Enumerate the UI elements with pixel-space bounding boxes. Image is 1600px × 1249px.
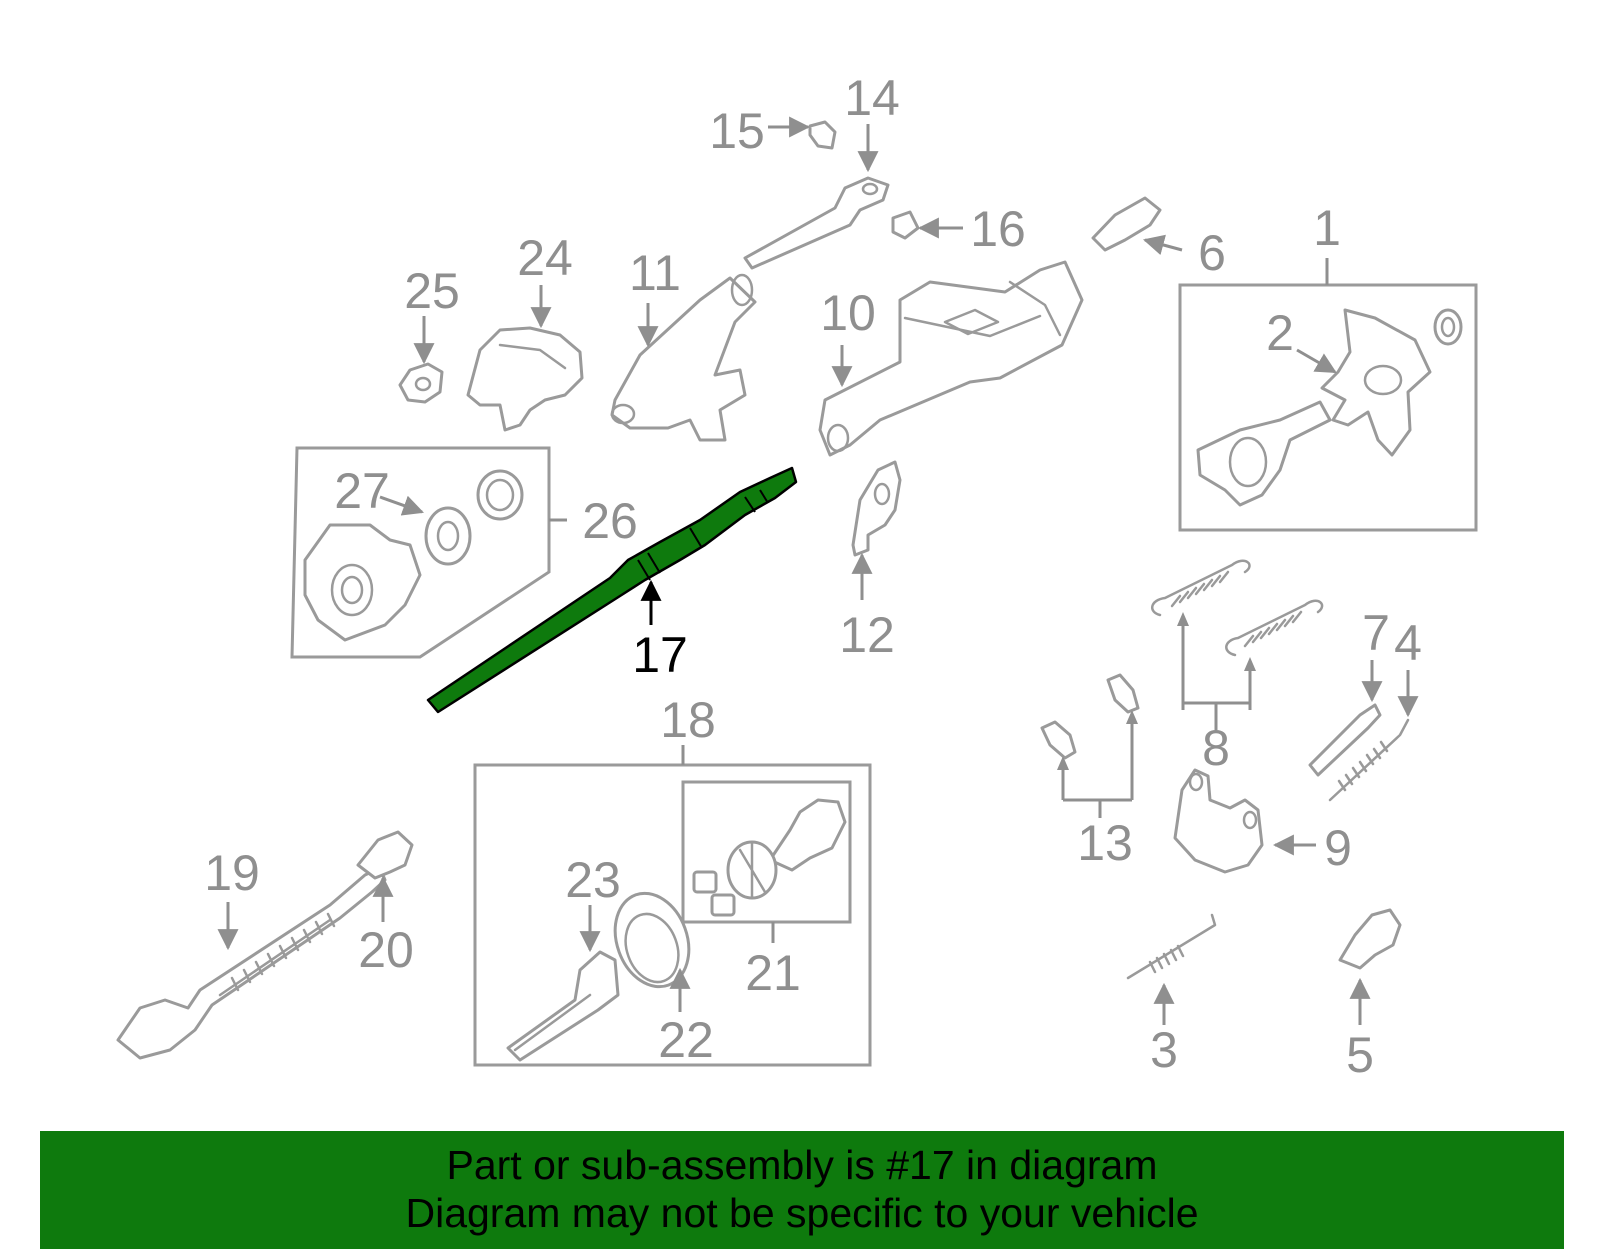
label-17: 17 [632, 627, 688, 683]
label-14: 14 [844, 70, 900, 126]
part-17-steering-shaft[interactable] [426, 466, 798, 714]
label-24: 24 [517, 230, 573, 286]
label-7: 7 [1362, 605, 1390, 661]
label-10: 10 [820, 285, 876, 341]
assembly-box-18 [473, 763, 872, 1067]
label-19: 19 [204, 845, 260, 901]
part-26-clamp[interactable] [476, 469, 524, 521]
part-5-clip[interactable] [1338, 908, 1402, 970]
part-21-coupling[interactable] [692, 798, 847, 917]
label-9: 9 [1324, 820, 1352, 876]
part-15-clip[interactable] [808, 120, 837, 150]
part-12-bracket[interactable] [851, 460, 902, 557]
assembly-box-1 [1178, 283, 1478, 532]
label-18: 18 [660, 692, 716, 748]
part-11-column-tube[interactable] [610, 273, 757, 442]
part-26-bearing-housing[interactable] [303, 523, 422, 642]
part-1-column-housing[interactable] [1196, 400, 1332, 507]
label-6: 6 [1198, 225, 1226, 281]
part-13-bolt-right[interactable] [1106, 673, 1140, 714]
footer-banner: Part or sub-assembly is #17 in diagram D… [40, 1131, 1564, 1249]
part-8-spring-lower[interactable] [1225, 599, 1324, 657]
part-9-bracket[interactable] [1173, 768, 1264, 874]
part-8-spring-upper[interactable] [1151, 559, 1251, 617]
label-25: 25 [404, 263, 460, 319]
part-6-bracket[interactable] [1091, 196, 1162, 252]
label-12: 12 [839, 607, 895, 663]
label-21: 21 [745, 945, 801, 1001]
label-5: 5 [1346, 1027, 1374, 1083]
label-22: 22 [658, 1012, 714, 1068]
label-2: 2 [1266, 305, 1294, 361]
label-27: 27 [334, 463, 390, 519]
part-27-bearing[interactable] [424, 506, 472, 566]
part-13-bolt-left[interactable] [1040, 720, 1077, 760]
footer-line-2: Diagram may not be specific to your vehi… [405, 1190, 1199, 1236]
part-10-column-body[interactable] [818, 260, 1084, 457]
part-4-spring[interactable] [1328, 718, 1410, 802]
part-25-clip[interactable] [398, 362, 444, 404]
label-20: 20 [358, 922, 414, 978]
part-3-spring[interactable] [1126, 913, 1217, 980]
label-15: 15 [709, 103, 765, 159]
label-1: 1 [1313, 200, 1341, 256]
label-4: 4 [1394, 615, 1422, 671]
part-22-ring[interactable] [603, 883, 702, 997]
label-3: 3 [1150, 1022, 1178, 1078]
label-11: 11 [629, 245, 681, 301]
part-24-bracket[interactable] [466, 326, 584, 432]
part-16-nut[interactable] [891, 210, 920, 240]
part-20-joint[interactable] [356, 830, 414, 880]
part-23-lower-shaft[interactable] [506, 950, 620, 1062]
part-14-lever[interactable] [743, 176, 890, 270]
label-26: 26 [582, 493, 638, 549]
assembly-box-26 [290, 446, 551, 659]
footer-line-1: Part or sub-assembly is #17 in diagram [446, 1142, 1158, 1188]
label-16: 16 [970, 201, 1026, 257]
label-8: 8 [1202, 720, 1230, 776]
part-2-bracket[interactable] [1320, 308, 1463, 457]
assembly-box-21 [681, 780, 852, 924]
part-7-rod[interactable] [1308, 703, 1382, 777]
label-13: 13 [1077, 815, 1133, 871]
label-23: 23 [565, 852, 621, 908]
